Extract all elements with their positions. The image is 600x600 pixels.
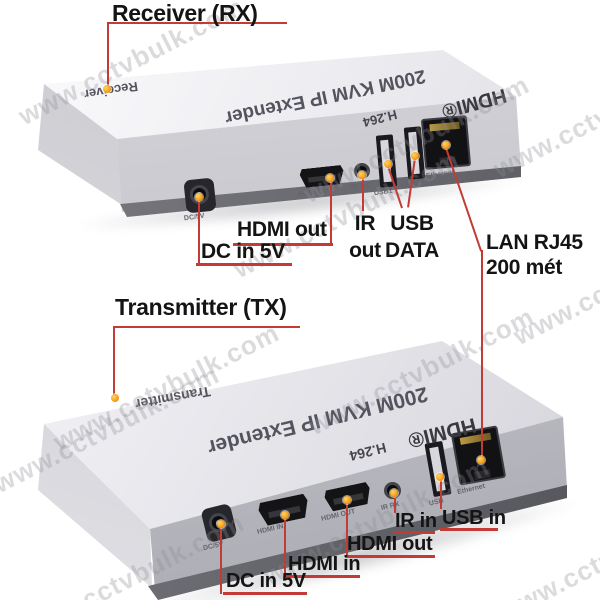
label-underline — [345, 555, 435, 558]
receiver-heading: Receiver (RX) — [112, 0, 258, 26]
callout-dot — [442, 141, 450, 149]
ir-out-line1: IR — [354, 212, 376, 235]
transmitter-dc-annotation: DC in 5V — [226, 570, 306, 592]
callout-dot — [384, 160, 392, 168]
callout-dot — [281, 511, 289, 519]
label-underline — [286, 575, 360, 578]
lan-line1: LAN RJ45 — [486, 231, 583, 254]
leader-line — [346, 503, 348, 557]
callout-dot — [217, 520, 225, 528]
leader-line — [107, 22, 109, 87]
label-underline — [233, 243, 333, 246]
callout-dot — [111, 394, 119, 402]
receiver-hdmi-out-annotation: HDMI out — [237, 218, 327, 241]
leader-line — [284, 518, 286, 577]
label-underline — [223, 592, 307, 595]
leader-line — [362, 178, 364, 211]
label-underline — [196, 263, 292, 266]
leader-line — [440, 480, 442, 509]
leader-line — [330, 181, 332, 244]
lan-line2: 200 mét — [486, 256, 563, 279]
callout-dot — [326, 174, 334, 182]
leader-line — [220, 527, 222, 594]
callout-dot — [343, 496, 351, 504]
ir-out-line2: out — [349, 239, 381, 262]
transmitter-hdmi-in-annotation: HDMI in — [288, 553, 361, 575]
lan-annotation: LAN RJ45 200 mét — [486, 230, 583, 280]
receiver-ir-annotation: IR out — [338, 210, 392, 264]
callout-dot — [390, 489, 398, 497]
receiver-usb-annotation: USB DATA — [381, 210, 443, 264]
label-underline — [440, 528, 498, 531]
callout-dot — [358, 171, 366, 179]
transmitter-heading: Transmitter (TX) — [115, 294, 287, 320]
callout-dot — [411, 152, 419, 160]
leader-line — [113, 326, 115, 395]
usb-data-line2: DATA — [384, 239, 439, 262]
transmitter-ir-annotation: IR in — [395, 510, 437, 532]
leader-line — [198, 200, 200, 264]
leader-line — [394, 496, 396, 513]
callout-dot — [103, 85, 111, 93]
receiver-dc-annotation: DC in 5V — [201, 240, 285, 263]
transmitter-usb-annotation: USB in — [442, 507, 506, 529]
leader-line — [113, 326, 300, 328]
callout-dot — [477, 456, 485, 464]
callout-dot — [436, 473, 444, 481]
callout-dot — [195, 193, 203, 201]
leader-line — [107, 22, 287, 24]
transmitter-hdmi-out-annotation: HDMI out — [347, 533, 433, 555]
label-underline — [393, 531, 435, 534]
usb-data-line1: USB — [390, 212, 434, 235]
leader-line — [481, 250, 483, 460]
